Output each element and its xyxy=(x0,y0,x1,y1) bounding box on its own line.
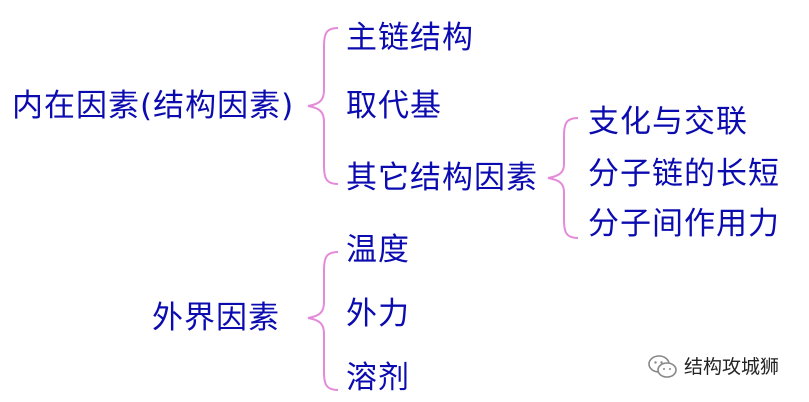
node-chain-length: 分子链的长短 xyxy=(588,156,780,192)
wechat-icon xyxy=(648,355,677,378)
node-solvent: 溶剂 xyxy=(346,360,410,396)
node-extrinsic: 外界因素 xyxy=(152,300,280,336)
watermark: 结构攻城狮 xyxy=(648,352,779,382)
node-substituent: 取代基 xyxy=(346,88,442,124)
brace-other-structure xyxy=(547,117,579,239)
node-external-force: 外力 xyxy=(346,296,410,332)
brace-extrinsic xyxy=(307,251,339,391)
node-intermolecular-force: 分子间作用力 xyxy=(588,206,780,242)
node-other-structure: 其它结构因素 xyxy=(346,160,538,196)
watermark-text: 结构攻城狮 xyxy=(684,356,780,378)
brace-intrinsic xyxy=(307,27,339,185)
node-branch-crosslink: 支化与交联 xyxy=(588,104,748,140)
node-main-chain: 主链结构 xyxy=(346,20,474,56)
node-temperature: 温度 xyxy=(346,232,410,268)
node-intrinsic: 内在因素(结构因素) xyxy=(12,88,295,124)
